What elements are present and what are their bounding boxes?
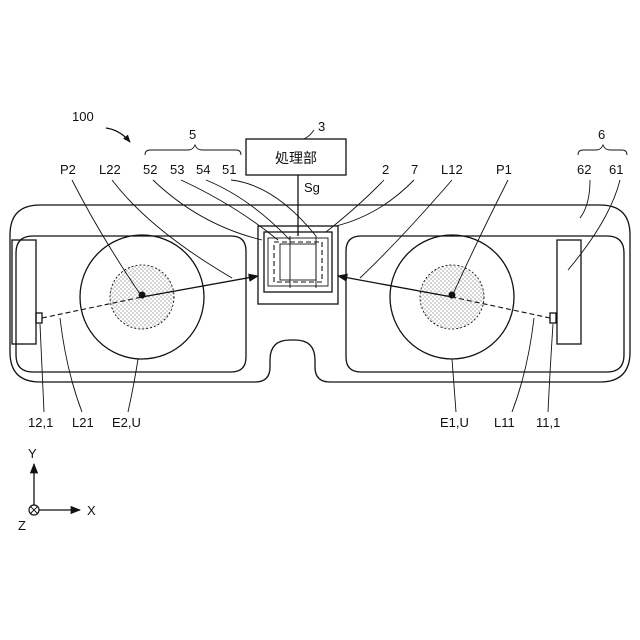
axis-x-label: X	[87, 503, 96, 518]
signal-label: Sg	[304, 180, 320, 195]
leader-ref7	[336, 180, 414, 226]
part-62: 62	[577, 162, 591, 177]
label-l12: L12	[441, 162, 463, 177]
sensor-element-52	[268, 238, 328, 286]
leader-p1	[453, 180, 508, 294]
part-53: 53	[170, 162, 184, 177]
leader-e2	[128, 359, 138, 412]
left-pupil-center	[139, 292, 146, 299]
part-51: 51	[222, 162, 236, 177]
leader-61	[568, 180, 620, 270]
leader-52	[153, 180, 262, 240]
sensor-element-53	[274, 242, 322, 282]
group6-brace	[578, 145, 627, 155]
leader-left-light	[40, 324, 44, 412]
leader-l12	[360, 180, 452, 278]
device-pointer	[106, 128, 130, 142]
processor-ref: 3	[318, 119, 325, 134]
part-54: 54	[196, 162, 210, 177]
device-label: 100	[72, 109, 94, 124]
part-52: 52	[143, 162, 157, 177]
right-side-panel	[557, 240, 581, 344]
leader-l11	[512, 318, 534, 412]
leader-l22	[112, 180, 232, 278]
left-light-source	[36, 313, 42, 323]
leader-53	[181, 180, 278, 240]
label-p1: P1	[496, 162, 512, 177]
group5-brace	[145, 145, 241, 155]
label-ref7: 7	[411, 162, 418, 177]
group6-ref: 6	[598, 127, 605, 142]
label-e2: E2,U	[112, 415, 141, 430]
processor-text: 処理部	[275, 151, 317, 167]
label-left-light: 12,1	[28, 415, 53, 430]
leader-l21	[60, 318, 82, 412]
leader-right-light	[548, 324, 553, 412]
axis-z-label: Z	[18, 518, 26, 533]
label-right-light: 11,1	[536, 415, 560, 430]
label-ref2: 2	[382, 162, 389, 177]
label-l11: L11	[494, 415, 515, 430]
leader-e1	[452, 359, 456, 412]
group5-ref: 5	[189, 127, 196, 142]
sensor-element-54	[280, 244, 316, 280]
processor-ref-leader	[304, 130, 314, 139]
leader-ref2	[326, 180, 384, 232]
label-l22: L22	[99, 162, 121, 177]
part-61: 61	[609, 162, 623, 177]
label-l21: L21	[72, 415, 94, 430]
leader-62	[580, 180, 590, 218]
leader-54	[206, 180, 290, 240]
label-p2: P2	[60, 162, 76, 177]
right-pupil-center	[449, 292, 456, 299]
axis-y-label: Y	[28, 446, 37, 461]
right-light-source	[550, 313, 556, 323]
label-e1: E1,U	[440, 415, 469, 430]
